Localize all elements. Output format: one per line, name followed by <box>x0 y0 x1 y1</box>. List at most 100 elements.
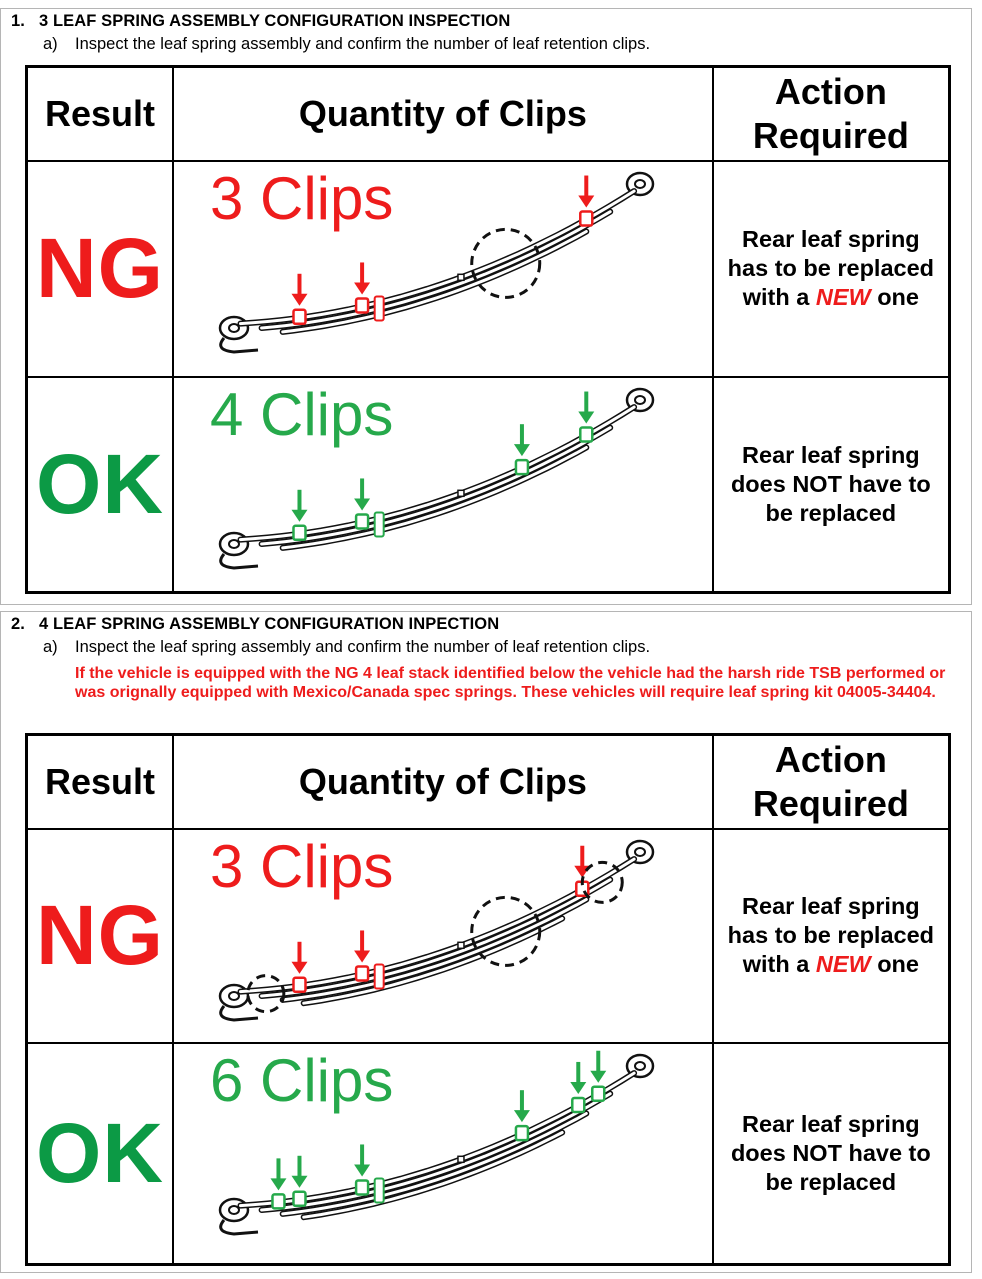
down-arrow-icon <box>354 949 371 962</box>
leaf-clip-icon <box>292 524 307 541</box>
missing-clip-circle-icon <box>246 973 286 1013</box>
center-bolt <box>457 1155 465 1163</box>
spring-leaf-inner <box>281 229 588 333</box>
leaf-clip-icon <box>354 1178 370 1196</box>
down-arrow-icon <box>513 443 530 456</box>
leaf-clip-icon <box>373 963 385 990</box>
section-2-heading: 2. 4 LEAF SPRING ASSEMBLY CONFIGURATION … <box>11 615 499 634</box>
result-ok: OK <box>25 375 174 594</box>
table-row-ng: NG 3 Clips Rear leaf spring has to be re… <box>25 159 951 378</box>
header-quantity: Quantity of Clips <box>171 733 714 830</box>
section-2: 2. 4 LEAF SPRING ASSEMBLY CONFIGURATION … <box>0 611 972 1273</box>
result-ok: OK <box>25 1041 174 1266</box>
spring-leaf-inner <box>302 1130 564 1219</box>
clips-count-label: 4 Clips <box>209 380 394 448</box>
spring-leaf-inner <box>281 1111 588 1215</box>
result-ng: NG <box>25 827 174 1044</box>
quantity-cell: 4 Clips <box>171 375 714 594</box>
leaf-clip-icon <box>514 1124 530 1141</box>
action-line: Rear leaf spring <box>742 1110 920 1137</box>
leaf-spring-illustration <box>218 387 655 570</box>
result-ng: NG <box>25 159 174 378</box>
section-2-warning-note: If the vehicle is equipped with the NG 4… <box>75 665 946 701</box>
leaf-clip-icon <box>354 964 370 982</box>
spring-leaf-inner <box>238 857 636 993</box>
spring-leaf-inner <box>302 916 564 1005</box>
spring-hook <box>219 552 259 570</box>
table-row-ok: OK 6 Clips Rear leaf spring does NOT hav… <box>25 1041 951 1266</box>
leaf-clip-icon <box>579 209 594 227</box>
down-arrow-icon <box>291 1175 308 1188</box>
leaf-clip-icon <box>354 512 370 530</box>
action-line: has to be replaced <box>727 922 935 948</box>
down-arrow-icon <box>354 281 371 294</box>
header-quantity: Quantity of Clips <box>171 65 714 162</box>
section-2-number: 2. <box>11 615 25 633</box>
header-action: Action Required <box>711 733 951 830</box>
new-emphasis: NEW <box>815 284 871 310</box>
missing-clip-circle-icon <box>470 227 542 299</box>
table-header-row: Result Quantity of Clips Action Required <box>25 65 951 162</box>
clips-count-label: 6 Clips <box>209 1046 394 1114</box>
leaf-clip-icon <box>590 1084 606 1102</box>
leaf-spring-illustration <box>218 1050 655 1236</box>
header-action-line1: Action <box>774 738 887 780</box>
leaf-spring-illustration <box>218 839 655 1022</box>
leaf-clip-icon <box>292 1190 307 1207</box>
leaf-spring-illustration <box>218 171 655 354</box>
action-text: with a <box>742 284 810 310</box>
action-line: does NOT have to <box>730 1139 931 1166</box>
action-line: does NOT have to <box>730 470 931 497</box>
section-1-step: a)Inspect the leaf spring assembly and c… <box>43 35 650 54</box>
spring-leaf-inner <box>260 877 612 997</box>
leaf-clip-icon <box>571 1096 586 1113</box>
down-arrow-icon <box>291 293 308 306</box>
table-header-row: Result Quantity of Clips Action Required <box>25 733 951 830</box>
header-action-line1: Action <box>774 70 887 112</box>
action-text: one <box>877 951 919 977</box>
leaf-clip-icon <box>292 308 307 325</box>
header-result: Result <box>25 65 174 162</box>
quantity-cell: 6 Clips <box>171 1041 714 1266</box>
section-1-heading: 1. 3 LEAF SPRING ASSEMBLY CONFIGURATION … <box>11 12 510 31</box>
step-text: Inspect the leaf spring assembly and con… <box>75 638 651 656</box>
leaf-clip-icon <box>271 1192 286 1210</box>
spring-eye-hole <box>227 322 240 333</box>
action-line: with a NEW one <box>714 950 948 979</box>
action-text: one <box>877 284 919 310</box>
center-bolt <box>457 941 465 949</box>
action-line: Rear leaf spring <box>742 441 920 468</box>
down-arrow-icon <box>570 1081 587 1094</box>
section-1-number: 1. <box>11 12 25 30</box>
header-result: Result <box>25 733 174 830</box>
header-action: Action Required <box>711 65 951 162</box>
down-arrow-icon <box>291 961 308 974</box>
spring-eye-hole <box>227 1204 240 1215</box>
quantity-cell: 3 Clips <box>171 159 714 378</box>
spring-eye-hole <box>633 1060 646 1071</box>
spring-eye-hole <box>633 394 646 405</box>
spring-hook <box>219 1004 259 1022</box>
clips-count-label: 3 Clips <box>209 164 394 232</box>
action-line: be replaced <box>765 499 897 526</box>
leaf-clip-icon <box>579 425 594 443</box>
spring-leaf-inner <box>238 1071 636 1207</box>
leaf-clip-icon <box>373 295 385 322</box>
leaf-clip-icon <box>373 511 385 538</box>
action-line: with a NEW one <box>714 283 948 312</box>
spring-eye-hole <box>633 178 646 189</box>
inspection-table-2: Result Quantity of Clips Action Required… <box>25 733 951 1266</box>
action-cell: Rear leaf spring does NOT have to be rep… <box>711 375 951 594</box>
spring-leaf-inner <box>281 897 588 1001</box>
section-2-step: a)Inspect the leaf spring assembly and c… <box>43 638 650 657</box>
spring-leaf-inner <box>260 425 612 545</box>
spring-hook <box>219 336 259 354</box>
spring-leaf-inner <box>238 405 636 541</box>
center-bolt <box>457 273 465 281</box>
action-line: has to be replaced <box>727 255 935 281</box>
down-arrow-icon <box>291 509 308 522</box>
down-arrow-icon <box>354 497 371 510</box>
section-2-title: 4 LEAF SPRING ASSEMBLY CONFIGURATION INP… <box>39 615 500 633</box>
spring-eye-hole <box>633 846 646 857</box>
step-text: Inspect the leaf spring assembly and con… <box>75 35 651 53</box>
